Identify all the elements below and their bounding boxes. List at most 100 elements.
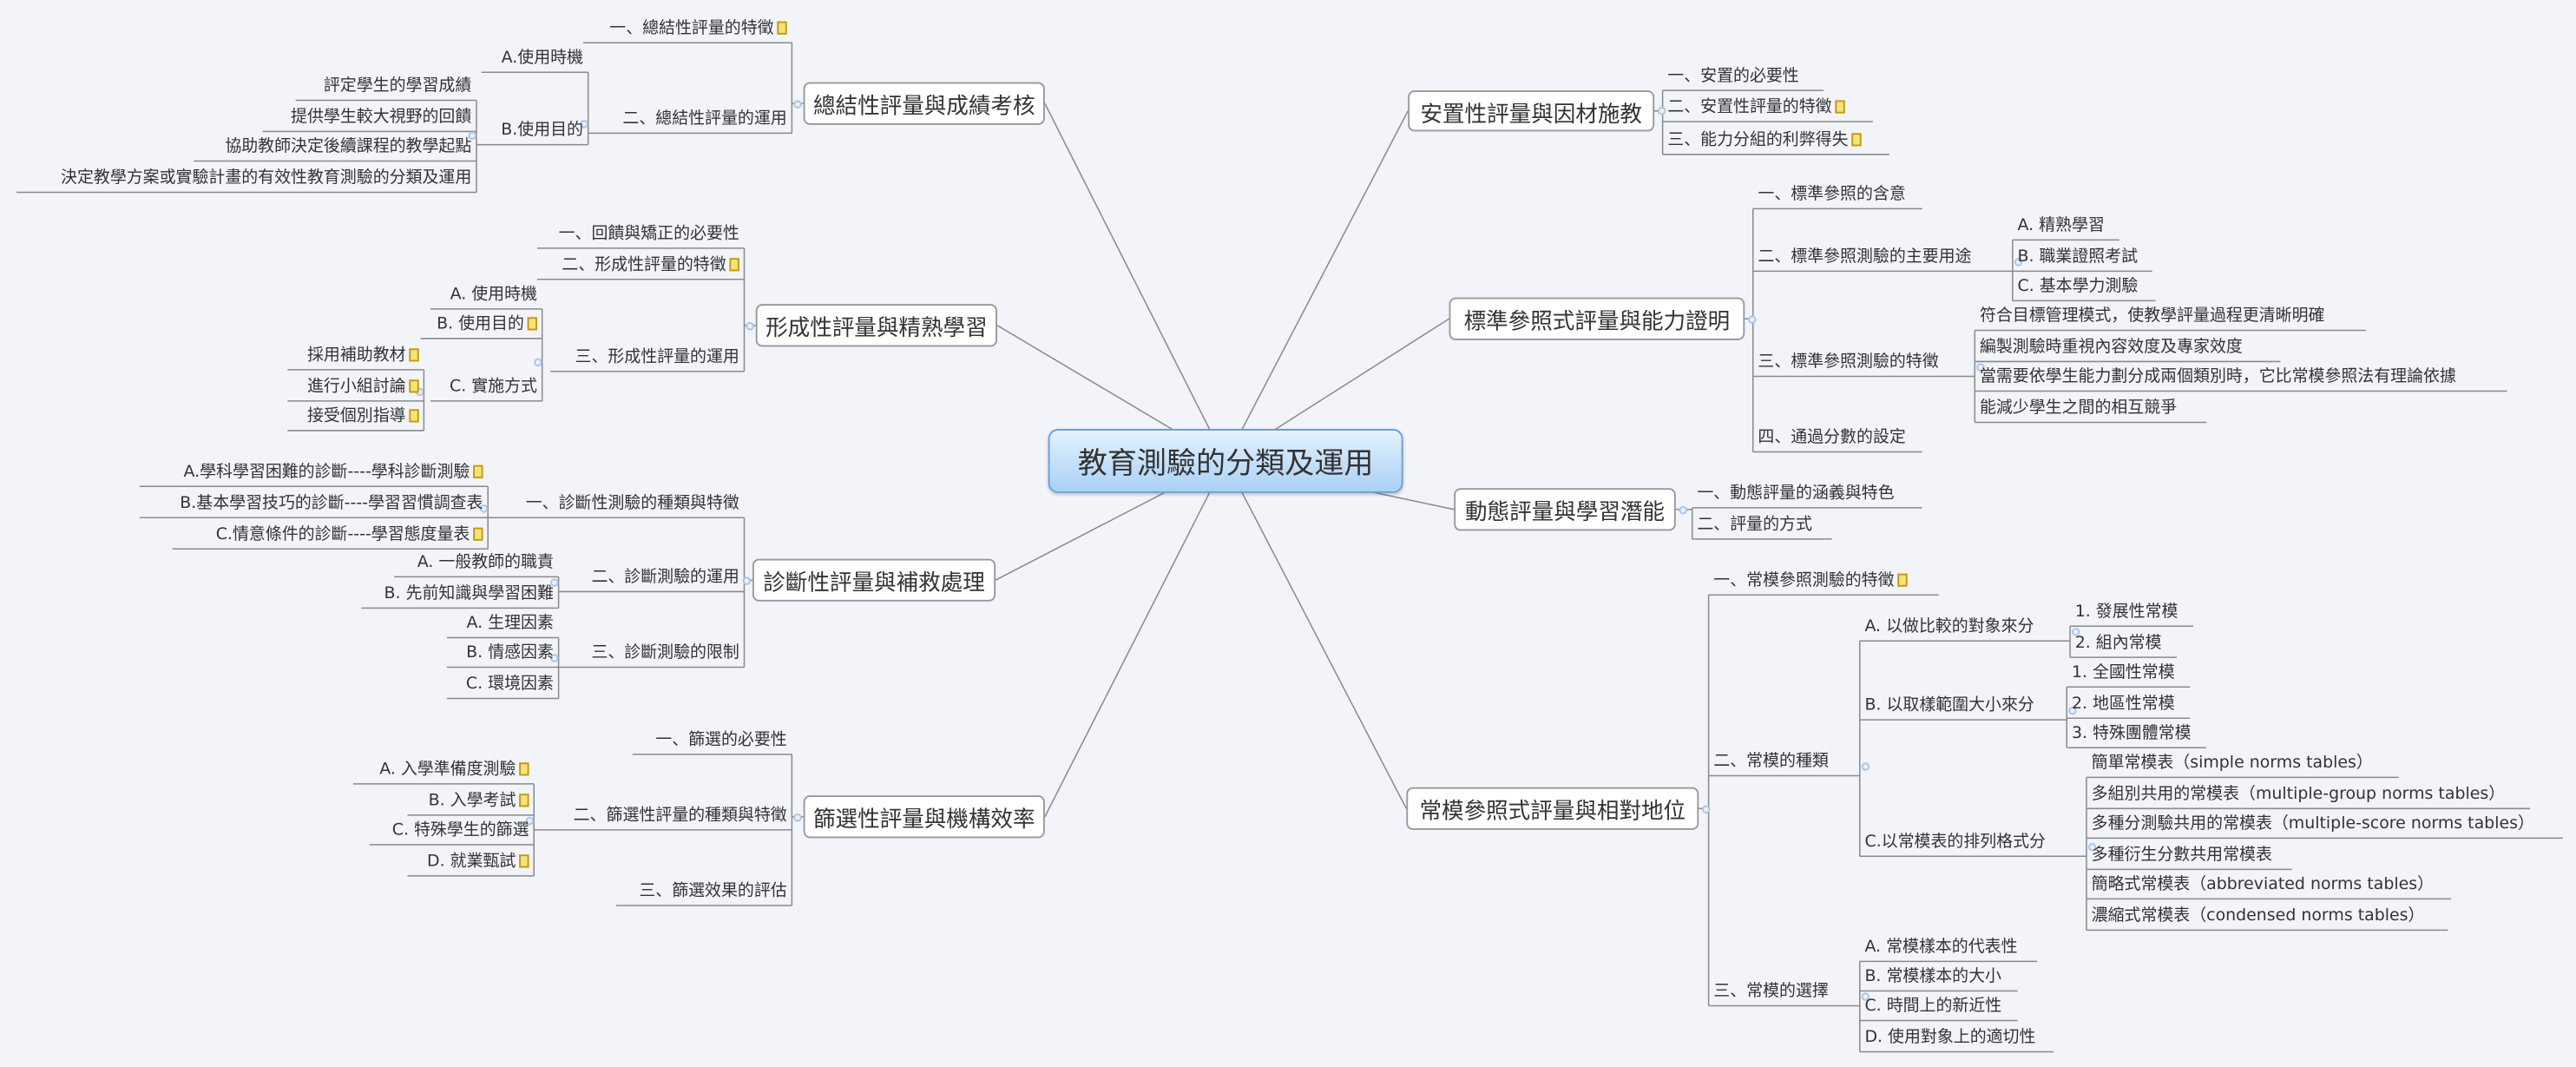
topic-node[interactable]: D. 就業甄試 (407, 850, 534, 876)
topic-node[interactable]: 三、形成性評量的運用 (550, 346, 744, 372)
main-topic[interactable]: 診斷性評量與補救處理 (752, 558, 996, 602)
topic-node[interactable]: 一、動態評量的涵義與特色 (1692, 482, 1922, 508)
topic-node[interactable]: 能減少學生之間的相互競爭 (1975, 396, 2206, 422)
topic-node[interactable]: 簡單常模表（simple norms tables） (2086, 751, 2399, 777)
topic-node[interactable]: B. 先前知識與學習困難 (361, 582, 558, 608)
topic-node[interactable]: A.學科學習困難的診斷----學科診斷測驗 (140, 460, 488, 486)
note-icon[interactable] (1835, 100, 1845, 114)
collapse-toggle[interactable] (478, 504, 488, 512)
topic-node[interactable]: 二、評量的方式 (1692, 513, 1832, 539)
topic-node[interactable]: 三、診斷測驗的限制 (559, 641, 745, 667)
topic-node[interactable]: 進行小組討論 (287, 375, 424, 401)
topic-node[interactable]: C. 基本學力測驗 (2013, 274, 2156, 300)
topic-node[interactable]: 簡略式常模表（abbreviated norms tables） (2086, 873, 2451, 899)
topic-node[interactable]: 三、能力分組的利弊得失 (1663, 128, 1889, 155)
collapse-toggle[interactable] (1747, 314, 1756, 323)
main-topic[interactable]: 標準參照式評量與能力證明 (1449, 297, 1745, 340)
collapse-toggle[interactable] (524, 815, 534, 825)
topic-node[interactable]: A. 使用時機 (430, 283, 542, 309)
note-icon[interactable] (409, 379, 419, 393)
topic-node[interactable]: 一、總結性評量的特徵 (583, 16, 792, 43)
collapse-toggle[interactable] (792, 99, 801, 108)
note-icon[interactable] (519, 762, 529, 776)
note-icon[interactable] (527, 317, 537, 331)
topic-node[interactable]: C. 特殊學生的篩選 (370, 819, 534, 845)
topic-node[interactable]: 四、通過分數的設定 (1753, 425, 1922, 451)
note-icon[interactable] (409, 348, 419, 362)
topic-node[interactable]: 二、診斷測驗的運用 (559, 565, 745, 591)
collapse-toggle[interactable] (741, 576, 751, 584)
topic-node[interactable]: 1. 發展性常模 (2070, 600, 2193, 626)
topic-node[interactable]: A. 常模樣本的代表性 (1860, 935, 2037, 961)
topic-node[interactable]: 採用補助教材 (287, 344, 424, 370)
topic-node[interactable]: 當需要依學生能力劃分成兩個類別時，它比常模參照法有理論依據 (1975, 365, 2507, 391)
topic-node[interactable]: A. 入學準備度測驗 (353, 758, 534, 784)
topic-node[interactable]: B.基本學習技巧的診斷----學習習慣調查表 (140, 491, 488, 517)
topic-node[interactable]: 一、回饋與矯正的必要性 (537, 222, 745, 248)
topic-node[interactable]: 二、篩選性評量的種類與特徵 (534, 804, 792, 830)
topic-node[interactable]: 符合目標管理模式，使教學評量過程更清晰明確 (1975, 304, 2366, 330)
topic-node[interactable]: 一、安置的必要性 (1663, 64, 1824, 90)
main-topic[interactable]: 總結性評量與成績考核 (803, 82, 1045, 125)
topic-node[interactable]: A. 精熟學習 (2013, 214, 2119, 240)
topic-node[interactable]: 接受個別指導 (287, 405, 424, 431)
topic-node[interactable]: A. 生理因素 (447, 611, 559, 637)
topic-node[interactable]: B. 職業證照考試 (2013, 245, 2152, 271)
topic-node[interactable]: 一、診斷性測驗的種類與特徵 (488, 491, 744, 517)
collapse-toggle[interactable] (2013, 257, 2022, 266)
topic-node[interactable]: 多種分測驗共用的常模表（multiple-score norms tables） (2086, 812, 2563, 838)
topic-node[interactable]: 一、常模參照測驗的特徵 (1709, 569, 1939, 595)
collapse-toggle[interactable] (467, 130, 476, 139)
topic-node[interactable]: B.使用目的 (476, 118, 588, 144)
topic-node[interactable]: A. 一般教師的職責 (394, 550, 558, 576)
note-icon[interactable] (1897, 573, 1908, 587)
topic-node[interactable]: D. 使用對象上的適切性 (1860, 1025, 2054, 1051)
note-icon[interactable] (473, 527, 483, 541)
topic-node[interactable]: 二、形成性評量的特徵 (537, 254, 745, 280)
note-icon[interactable] (777, 21, 787, 35)
collapse-toggle[interactable] (549, 577, 558, 586)
collapse-toggle[interactable] (533, 357, 542, 366)
note-icon[interactable] (1851, 133, 1862, 147)
topic-node[interactable]: B. 入學考試 (407, 789, 534, 815)
collapse-toggle[interactable] (1656, 107, 1666, 115)
main-topic[interactable]: 常模參照式評量與相對地位 (1406, 787, 1699, 830)
topic-node[interactable]: C. 實施方式 (430, 375, 542, 401)
collapse-toggle[interactable] (2067, 706, 2076, 715)
topic-node[interactable]: C.情意條件的診斷----學習態度量表 (173, 523, 488, 549)
central-topic[interactable]: 教育測驗的分類及運用 (1048, 429, 1403, 493)
topic-node[interactable]: 決定教學方案或實驗計畫的有效性教育測驗的分類及運用 (16, 166, 476, 192)
main-topic[interactable]: 安置性評量與因材施教 (1408, 90, 1655, 132)
main-topic[interactable]: 形成性評量與精熟學習 (755, 304, 997, 347)
collapse-toggle[interactable] (792, 813, 801, 821)
topic-node[interactable]: B. 情感因素 (447, 641, 559, 667)
topic-node[interactable]: 2. 組內常模 (2070, 631, 2177, 657)
topic-node[interactable]: 二、標準參照測驗的主要用途 (1753, 245, 2013, 271)
topic-node[interactable]: C. 時間上的新近性 (1860, 994, 2018, 1020)
topic-node[interactable]: 一、標準參照的含意 (1753, 182, 1922, 208)
topic-node[interactable]: 三、篩選效果的評估 (616, 879, 792, 906)
note-icon[interactable] (409, 409, 419, 423)
collapse-toggle[interactable] (579, 119, 588, 128)
main-topic[interactable]: 動態評量與學習潛能 (1454, 488, 1676, 531)
topic-node[interactable]: 3. 特殊團體常模 (2067, 721, 2206, 748)
collapse-toggle[interactable] (1975, 362, 1984, 371)
topic-node[interactable]: 1. 全國性常模 (2067, 661, 2190, 687)
topic-node[interactable]: 多種衍生分數共用常模表 (2086, 843, 2292, 869)
topic-node[interactable]: 2. 地區性常模 (2067, 692, 2190, 718)
topic-node[interactable]: B. 以取樣範圍大小來分 (1860, 694, 2067, 720)
note-icon[interactable] (473, 464, 483, 478)
collapse-toggle[interactable] (1678, 505, 1687, 514)
topic-node[interactable]: 編製測驗時重視內容效度及專家效度 (1975, 335, 2280, 361)
collapse-toggle[interactable] (1860, 991, 1870, 1000)
collapse-toggle[interactable] (1860, 761, 1870, 770)
topic-node[interactable]: C. 環境因素 (447, 672, 559, 698)
collapse-toggle[interactable] (2086, 842, 2096, 851)
topic-node[interactable]: 二、安置性評量的特徵 (1663, 96, 1873, 122)
topic-node[interactable]: A.使用時機 (482, 46, 588, 72)
topic-node[interactable]: 協助教師決定後續課程的教學起點 (194, 135, 476, 161)
topic-node[interactable]: A. 以做比較的對象來分 (1860, 615, 2070, 641)
topic-node[interactable]: 三、常模的選擇 (1709, 979, 1860, 1005)
main-topic[interactable]: 篩選性評量與機構效率 (803, 795, 1045, 839)
topic-node[interactable]: 三、標準參照測驗的特徵 (1753, 350, 1975, 376)
